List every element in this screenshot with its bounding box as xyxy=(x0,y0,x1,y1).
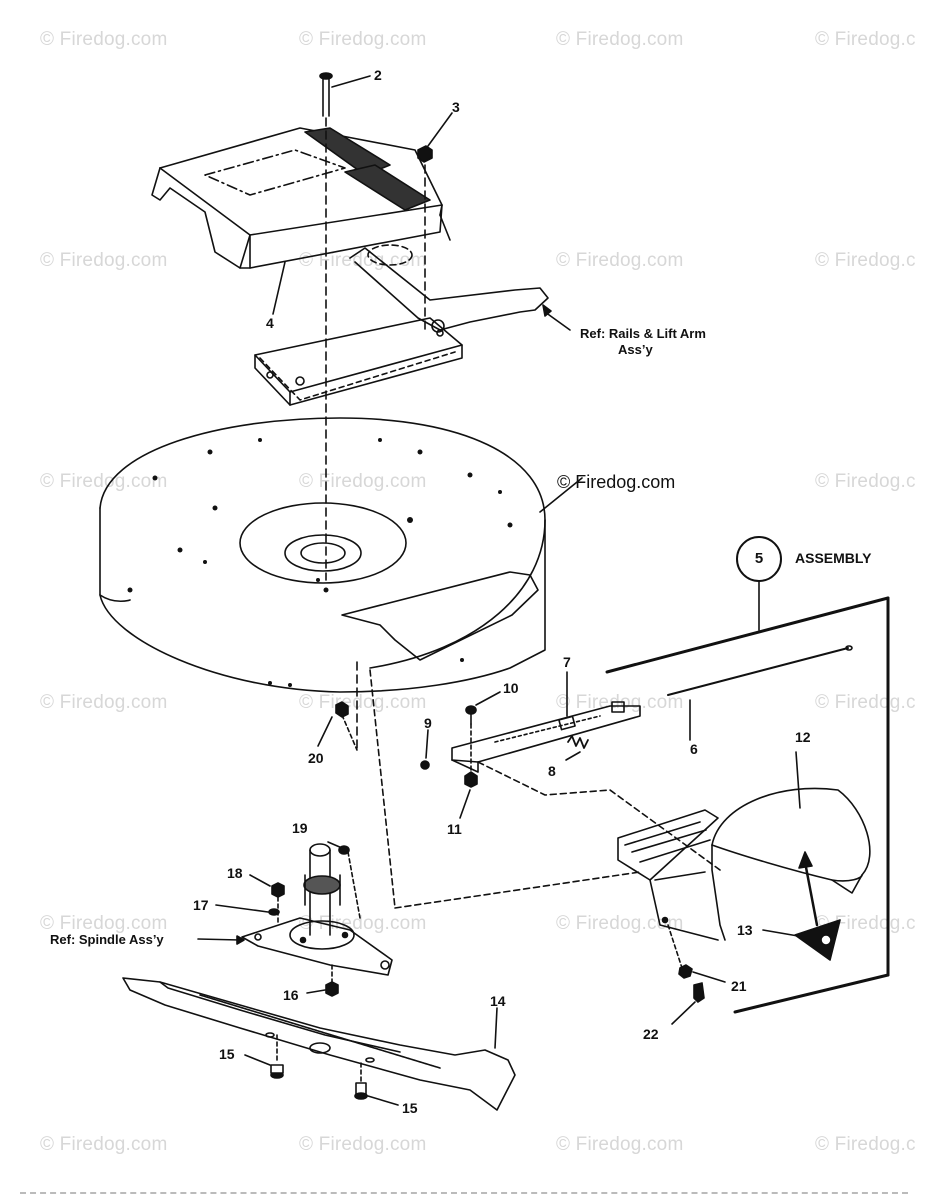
callout-22: 22 xyxy=(643,1026,659,1042)
watermark: © Firedog.com xyxy=(40,913,168,934)
callout-4: 4 xyxy=(266,315,274,331)
watermark: © Firedog.com xyxy=(556,250,684,271)
leader-10 xyxy=(475,691,501,706)
callout-18: 18 xyxy=(227,865,243,881)
watermark: © Firedog.com xyxy=(40,471,168,492)
ref-rails-lift-arm-assy: Ass’y xyxy=(618,342,653,357)
assembly-number: 5 xyxy=(754,550,764,567)
watermark: © Firedog.com xyxy=(299,913,427,934)
leader-8 xyxy=(565,751,581,761)
copyright-label: © Firedog.com xyxy=(557,472,676,492)
callout-2: 2 xyxy=(374,67,382,83)
part-20-nut xyxy=(335,701,349,718)
part-15-bolt xyxy=(354,1082,368,1100)
leader-spindle xyxy=(197,938,241,941)
callout-19: 19 xyxy=(292,820,308,836)
leader-15b xyxy=(367,1095,399,1106)
watermark: © Firedog.com xyxy=(40,250,168,271)
leader-3 xyxy=(427,112,453,147)
callout-17: 17 xyxy=(193,897,209,913)
part-16-nut xyxy=(325,981,339,997)
callout-9: 9 xyxy=(424,715,432,731)
part-9-nut xyxy=(420,760,430,770)
leader-2 xyxy=(331,75,371,88)
assembly-box xyxy=(605,536,890,1014)
callout-8: 8 xyxy=(548,763,556,779)
callout-14: 14 xyxy=(490,993,506,1009)
callout-3: 3 xyxy=(452,99,460,115)
callout-6: 6 xyxy=(690,741,698,757)
watermark: © Firedog.com xyxy=(299,29,427,50)
watermark: © Firedog.com xyxy=(556,913,684,934)
leader-9 xyxy=(425,729,429,759)
ref-rails-lift-arm: Ref: Rails & Lift Arm xyxy=(580,326,706,341)
part-10-bolt xyxy=(465,705,477,725)
watermark: © Firedog.com xyxy=(556,1134,684,1155)
spindle-assembly xyxy=(241,843,393,976)
part-21-nut xyxy=(678,964,693,979)
leader-16 xyxy=(306,989,326,994)
watermark: © Firedog.com xyxy=(556,29,684,50)
part-14-blade xyxy=(122,977,516,1111)
watermark: © Firedog.c xyxy=(815,692,916,713)
mower-deck xyxy=(99,417,546,693)
ref-spindle-assembly: Ref: Spindle Ass’y xyxy=(50,932,164,947)
leader-15a xyxy=(244,1054,271,1066)
watermark: © Firedog.c xyxy=(815,471,916,492)
lift-bracket xyxy=(254,317,463,406)
callout-13: 13 xyxy=(737,922,753,938)
watermark: © Firedog.c xyxy=(815,250,916,271)
watermark: © Firedog.com xyxy=(40,692,168,713)
part-13-spring xyxy=(794,851,841,961)
part-2-pin xyxy=(319,72,333,117)
callout-7: 7 xyxy=(563,654,571,670)
leader-rails xyxy=(544,311,571,331)
watermark: © Firedog.com xyxy=(299,250,427,271)
callout-20: 20 xyxy=(308,750,324,766)
callout-10: 10 xyxy=(503,680,519,696)
footer-divider xyxy=(20,1192,908,1197)
callout-21: 21 xyxy=(731,978,747,994)
part-12-chute xyxy=(617,787,871,941)
watermark: © Firedog.c xyxy=(815,913,916,934)
part-18-nut xyxy=(271,882,285,898)
watermark: © Firedog.com xyxy=(299,471,427,492)
leader-11 xyxy=(459,789,471,819)
callout-16: 16 xyxy=(283,987,299,1003)
leader-copyright xyxy=(539,477,583,513)
part-11-nut xyxy=(464,771,478,788)
part-6-rod xyxy=(667,645,853,696)
part-19-bolt xyxy=(338,845,350,855)
assembly-label: ASSEMBLY xyxy=(795,550,872,566)
watermark: © Firedog.com xyxy=(40,1134,168,1155)
callout-12: 12 xyxy=(795,729,811,745)
leader-22 xyxy=(671,1001,696,1025)
part-17-washer xyxy=(268,908,280,916)
part-15-bolt xyxy=(270,1064,284,1079)
callout-15: 15 xyxy=(219,1046,235,1062)
callout-15: 15 xyxy=(402,1100,418,1116)
part-8-spring xyxy=(567,735,589,749)
watermark: © Firedog.c xyxy=(815,1134,916,1155)
leader-17 xyxy=(215,904,269,913)
leader-13 xyxy=(762,929,799,937)
part-22-bolt xyxy=(693,982,705,1003)
part-7-hinge xyxy=(451,701,641,773)
part-3-nut xyxy=(417,145,433,163)
leader-12 xyxy=(795,751,801,809)
leader-4 xyxy=(272,261,286,315)
watermark: © Firedog.com xyxy=(299,1134,427,1155)
leader-18 xyxy=(249,874,271,887)
watermark: © Firedog.com xyxy=(40,29,168,50)
leader-14 xyxy=(494,1007,498,1049)
watermark: © Firedog.c xyxy=(815,29,916,50)
leader-20 xyxy=(317,716,333,747)
leader-21 xyxy=(692,971,726,983)
lift-arm xyxy=(349,244,549,333)
callout-11: 11 xyxy=(447,821,462,837)
watermark: © Firedog.com xyxy=(299,692,427,713)
